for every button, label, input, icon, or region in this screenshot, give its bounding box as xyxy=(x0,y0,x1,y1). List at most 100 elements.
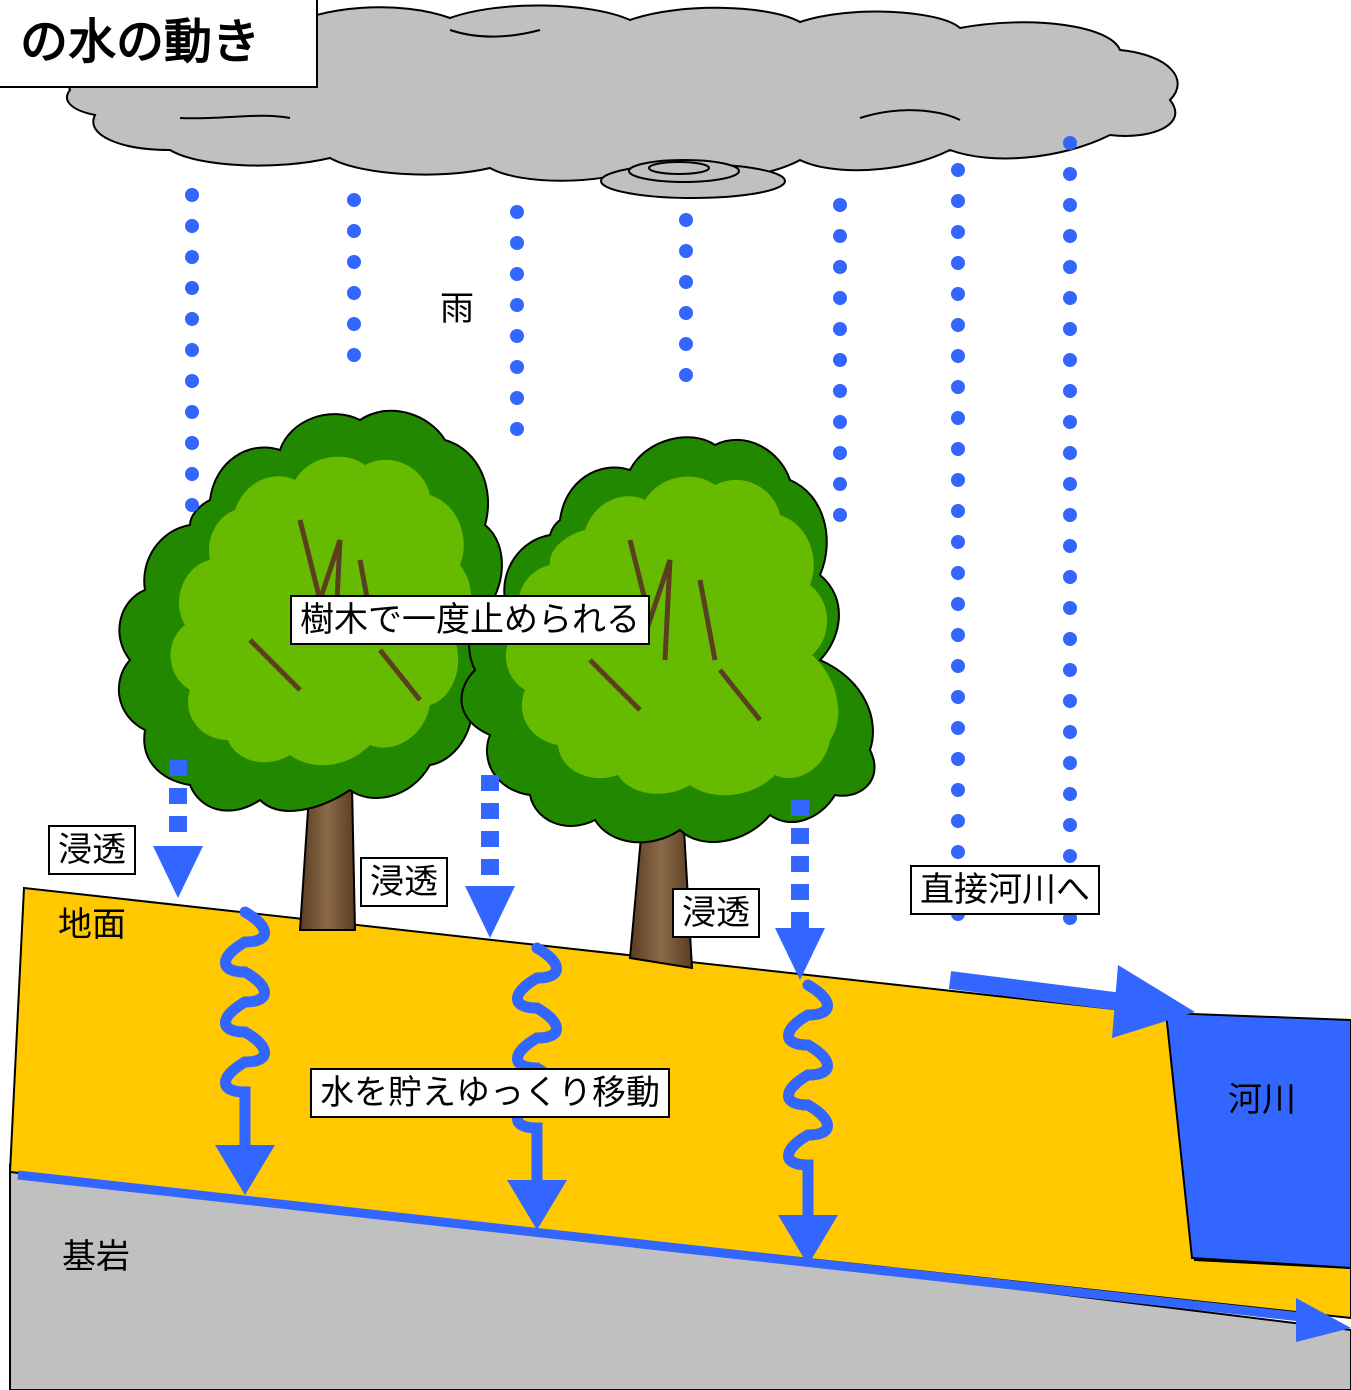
rain-drop xyxy=(347,224,361,238)
rain-drop xyxy=(951,411,965,425)
rain-drop xyxy=(185,250,199,264)
rain-drop xyxy=(1063,136,1077,150)
rain-drop xyxy=(833,291,847,305)
rain-drop xyxy=(347,193,361,207)
infiltration-arrows xyxy=(153,760,825,980)
storage-label: 水を貯えゆっくり移動 xyxy=(310,1068,670,1118)
rain-drop xyxy=(833,260,847,274)
subsurface-flow-arrowhead xyxy=(215,1145,275,1195)
rain-drop xyxy=(1063,508,1077,522)
direct-to-river-label: 直接河川へ xyxy=(910,865,1100,915)
rain-drop xyxy=(510,267,524,281)
rain-drop xyxy=(185,312,199,326)
rain-drop xyxy=(1063,384,1077,398)
rain-drop xyxy=(185,281,199,295)
rain-drop xyxy=(1063,756,1077,770)
rain-drop xyxy=(951,225,965,239)
rain-drop xyxy=(951,287,965,301)
infiltration-dash xyxy=(169,760,187,776)
rain-drop xyxy=(347,286,361,300)
rain-cloud xyxy=(66,4,1179,199)
rain-drop xyxy=(951,690,965,704)
rain-drop xyxy=(510,298,524,312)
infiltration-dash xyxy=(481,803,499,819)
rain-drop xyxy=(1063,291,1077,305)
infiltration-dash xyxy=(791,912,809,928)
rain-drop xyxy=(679,368,693,382)
rain-drop xyxy=(951,628,965,642)
rain-drop xyxy=(185,343,199,357)
rain-drop xyxy=(951,845,965,859)
rain-drop xyxy=(347,348,361,362)
rain-drop xyxy=(833,353,847,367)
rain-drop xyxy=(833,446,847,460)
rain-drop xyxy=(679,337,693,351)
rain-drop xyxy=(679,213,693,227)
rain-drop xyxy=(1063,539,1077,553)
infiltration-dash xyxy=(481,775,499,791)
diagram-title: の水の動き xyxy=(0,0,318,88)
river-channel xyxy=(1164,1011,1351,1270)
infiltration-label-2: 浸透 xyxy=(360,857,448,907)
rain-drop xyxy=(510,391,524,405)
rain-drop xyxy=(1063,632,1077,646)
rain-drop xyxy=(1063,260,1077,274)
rain-drop xyxy=(951,566,965,580)
infiltration-arrowhead xyxy=(465,886,515,938)
rain-drop xyxy=(679,244,693,258)
rain-drop xyxy=(951,783,965,797)
rain-drop xyxy=(185,405,199,419)
rain-drop xyxy=(833,229,847,243)
rain-drop xyxy=(951,163,965,177)
rain-drop xyxy=(951,380,965,394)
rain-drop xyxy=(185,436,199,450)
rain-drop xyxy=(951,349,965,363)
rain-drop xyxy=(185,219,199,233)
infiltration-dash xyxy=(481,859,499,875)
rain-drop xyxy=(510,360,524,374)
rain-drop xyxy=(1063,570,1077,584)
subsurface-flow-wave xyxy=(220,906,270,1156)
rain-drop xyxy=(1063,477,1077,491)
rain-drop xyxy=(1063,322,1077,336)
rain-drop xyxy=(679,306,693,320)
rain-drop xyxy=(951,597,965,611)
rain-drop xyxy=(951,194,965,208)
rain-drop xyxy=(833,322,847,336)
rain-drop xyxy=(951,442,965,456)
rain-drop xyxy=(679,275,693,289)
rain-drop xyxy=(1063,849,1077,863)
direct-runoff-arrow xyxy=(948,965,1195,1038)
rain-drop xyxy=(951,814,965,828)
rain-drop xyxy=(1063,663,1077,677)
rain-drop xyxy=(1063,229,1077,243)
rain-drop xyxy=(347,317,361,331)
infiltration-dash xyxy=(169,788,187,804)
rain-drop xyxy=(1063,787,1077,801)
rain-drop xyxy=(1063,446,1077,460)
infiltration-dash xyxy=(791,856,809,872)
infiltration-dash xyxy=(791,800,809,816)
rain-drop xyxy=(1063,415,1077,429)
rain-drops xyxy=(185,136,1077,925)
tree-interception-label: 樹木で一度止められる xyxy=(290,595,650,645)
rain-drop xyxy=(951,256,965,270)
rain-drop xyxy=(185,467,199,481)
infiltration-label-3: 浸透 xyxy=(672,888,760,938)
rain-drop xyxy=(185,498,199,512)
ground-surface-label: 地面 xyxy=(58,905,126,945)
rain-drop xyxy=(833,198,847,212)
rain-drop xyxy=(833,508,847,522)
rain-drop xyxy=(951,535,965,549)
bedrock-label: 基岩 xyxy=(62,1237,130,1277)
rain-drop xyxy=(951,318,965,332)
rain-drop xyxy=(951,504,965,518)
rain-drop xyxy=(1063,198,1077,212)
rain-drop xyxy=(510,205,524,219)
rain-drop xyxy=(833,415,847,429)
rain-drop xyxy=(833,384,847,398)
groundwater-flow-arrow xyxy=(17,1170,1351,1342)
infiltration-arrowhead xyxy=(153,846,203,898)
rain-drop xyxy=(1063,601,1077,615)
